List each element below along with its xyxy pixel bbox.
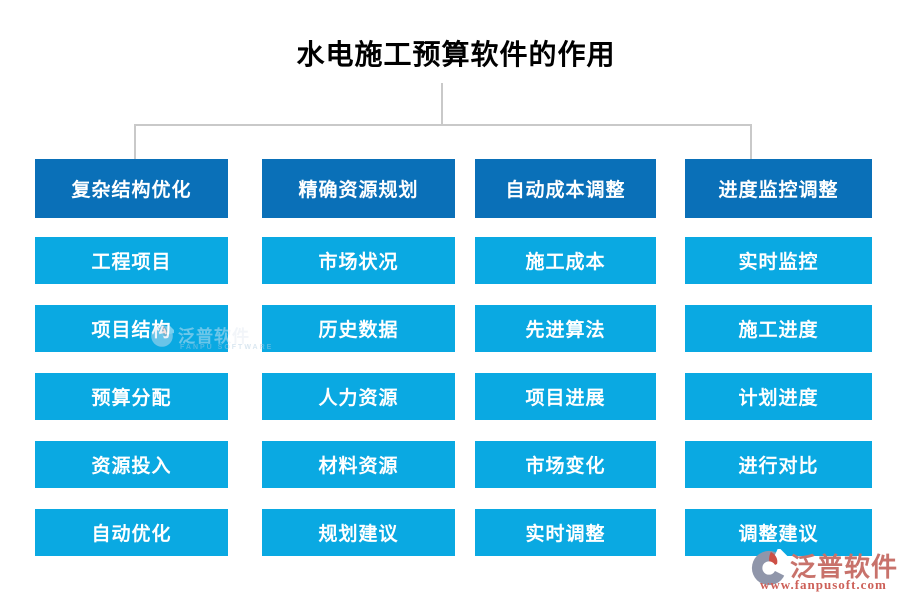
item-box: 项目结构 (35, 305, 228, 352)
item-box: 施工进度 (685, 305, 872, 352)
connector-drop-left (134, 124, 136, 160)
item-box: 自动优化 (35, 509, 228, 556)
item-box: 施工成本 (475, 237, 656, 284)
item-box: 计划进度 (685, 373, 872, 420)
column-progress-monitoring: 进度监控调整 实时监控 施工进度 计划进度 进行对比 调整建议 (685, 159, 872, 556)
column-header: 自动成本调整 (475, 159, 656, 218)
item-box: 规划建议 (262, 509, 455, 556)
column-header: 进度监控调整 (685, 159, 872, 218)
item-box: 工程项目 (35, 237, 228, 284)
footer-brand: 泛普软件 www.fanpusoft.com (748, 546, 898, 596)
item-box: 历史数据 (262, 305, 455, 352)
brand-name: 泛普软件 (790, 552, 899, 582)
column-complex-structure: 复杂结构优化 工程项目 项目结构 预算分配 资源投入 自动优化 (35, 159, 228, 556)
connector-stem-line (441, 83, 443, 124)
column-resource-planning: 精确资源规划 市场状况 历史数据 人力资源 材料资源 规划建议 (262, 159, 455, 556)
column-cost-adjustment: 自动成本调整 施工成本 先进算法 项目进展 市场变化 实时调整 (475, 159, 656, 556)
item-box: 进行对比 (685, 441, 872, 488)
column-header: 精确资源规划 (262, 159, 455, 218)
item-box: 人力资源 (262, 373, 455, 420)
item-box: 材料资源 (262, 441, 455, 488)
item-box: 实时监控 (685, 237, 872, 284)
item-box: 市场变化 (475, 441, 656, 488)
connector-drop-right (750, 124, 752, 160)
diagram-title: 水电施工预算软件的作用 (296, 39, 616, 70)
fanpu-logo-icon (750, 547, 794, 592)
brand-url: www.fanpusoft.com (760, 577, 887, 592)
item-box: 市场状况 (262, 237, 455, 284)
connector-branch-line (134, 124, 752, 126)
item-box: 资源投入 (35, 441, 228, 488)
item-box: 项目进展 (475, 373, 656, 420)
item-box: 预算分配 (35, 373, 228, 420)
item-box: 先进算法 (475, 305, 656, 352)
item-box: 实时调整 (475, 509, 656, 556)
column-header: 复杂结构优化 (35, 159, 228, 218)
